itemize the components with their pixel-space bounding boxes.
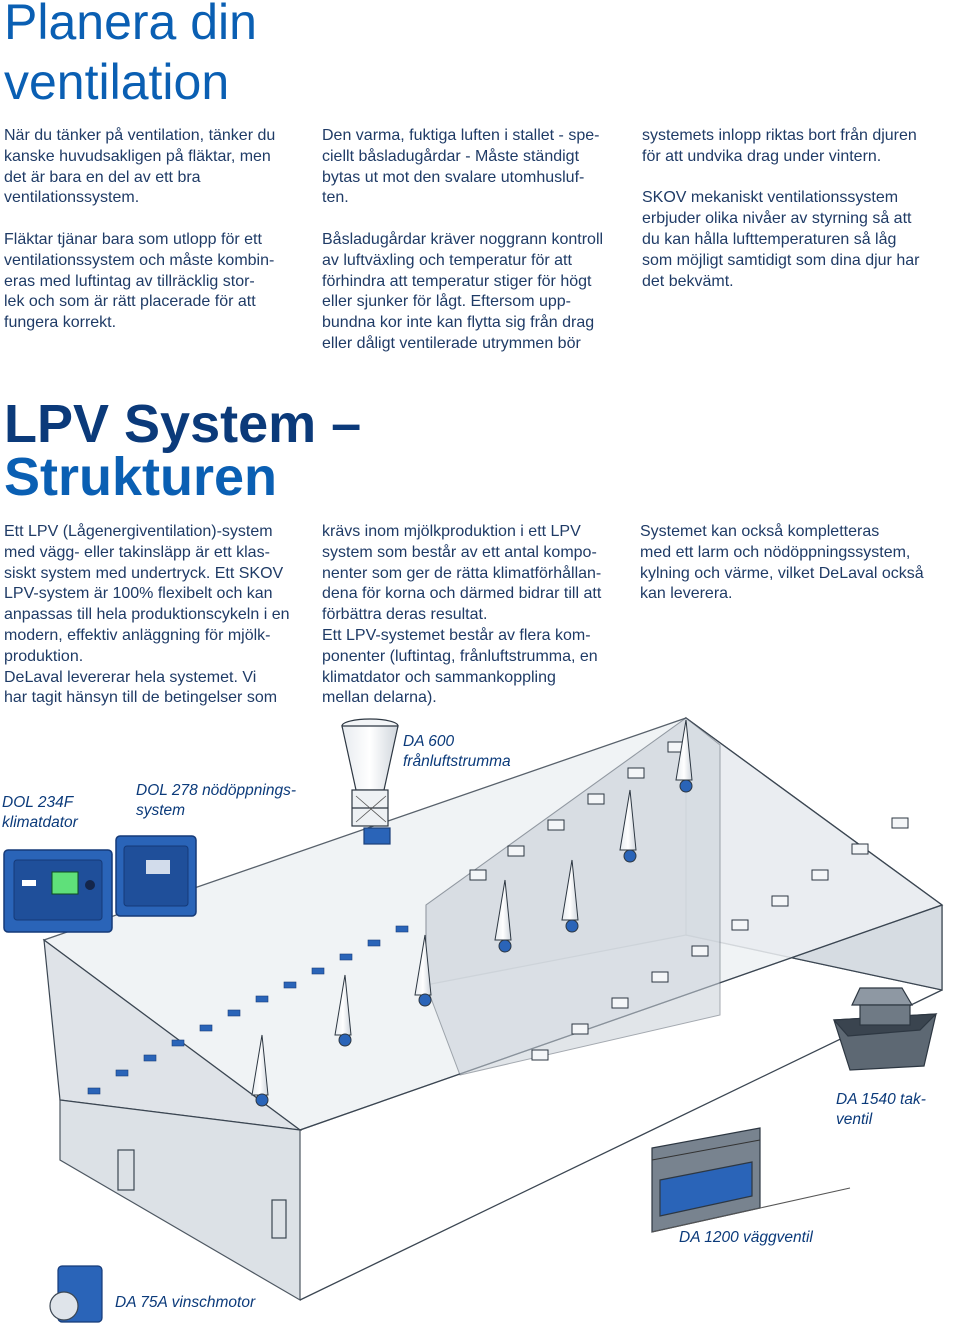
section-title-line2: Strukturen — [4, 447, 278, 507]
roof-inlets — [469, 741, 909, 1061]
da600-chimney-detail — [341, 718, 399, 845]
barn-door — [117, 1149, 135, 1191]
label-da1200: DA 1200 väggventil — [679, 1229, 813, 1246]
label-da75a: DA 75A vinschmotor — [115, 1294, 256, 1311]
label-da600: DA 600 frånluftstrumma — [403, 733, 511, 770]
label-dol278: DOL 278 nödöppnings- system — [136, 782, 297, 819]
da1540-roof-valve — [832, 987, 938, 1071]
label-dol234f: DOL 234F klimatdator — [2, 794, 78, 831]
lpv-column-1: Ett LPV (Lågenergiventilation)-system me… — [4, 522, 304, 709]
barn-floor-edge — [299, 989, 943, 1301]
lpv-paragraph: Systemet kan också kompletteras med ett … — [640, 523, 924, 603]
intro-column-2: Den varma, fuktiga luften i stallet - sp… — [322, 126, 622, 376]
intro-paragraph: När du tänker på ventilation, tänker du … — [4, 127, 276, 207]
section-title-line1: LPV System – — [4, 394, 362, 454]
label-da1540: DA 1540 tak- ventil — [836, 1091, 926, 1128]
intro-paragraph: Båsladugårdar kräver noggrann kontroll a… — [322, 230, 604, 352]
lpv-column-2: krävs inom mjölkproduktion i ett LPV sys… — [322, 522, 622, 709]
dol234f-climate-computer — [3, 849, 113, 933]
intro-paragraph: Den varma, fuktiga luften i stallet - sp… — [322, 127, 600, 207]
intro-paragraph: Fläktar tjänar bara som utlopp för ett v… — [4, 230, 275, 332]
intro-column-1: När du tänker på ventilation, tänker du … — [4, 126, 304, 355]
wall-inlets — [87, 925, 409, 1095]
intro-paragraph: SKOV mekaniskt ventilationssystem erbjud… — [642, 189, 920, 290]
lpv-paragraph: krävs inom mjölkproduktion i ett LPV sys… — [322, 523, 602, 707]
da75a-winch-motor — [49, 1265, 103, 1323]
barn-door — [271, 1199, 287, 1239]
page-title-line1: Planera din — [4, 0, 257, 50]
dol278-emergency-system — [115, 835, 197, 917]
lpv-paragraph: Ett LPV (Lågenergiventilation)-system me… — [4, 523, 290, 707]
da1200-wall-valve — [651, 1127, 851, 1233]
intro-column-3: systemets inlopp riktas bort från djuren… — [642, 126, 942, 313]
intro-paragraph: systemets inlopp riktas bort från djuren… — [642, 127, 917, 165]
lpv-column-3: Systemet kan också kompletteras med ett … — [640, 522, 940, 605]
exhaust-chimneys — [251, 719, 693, 1107]
page-title-line2: ventilation — [4, 54, 230, 110]
